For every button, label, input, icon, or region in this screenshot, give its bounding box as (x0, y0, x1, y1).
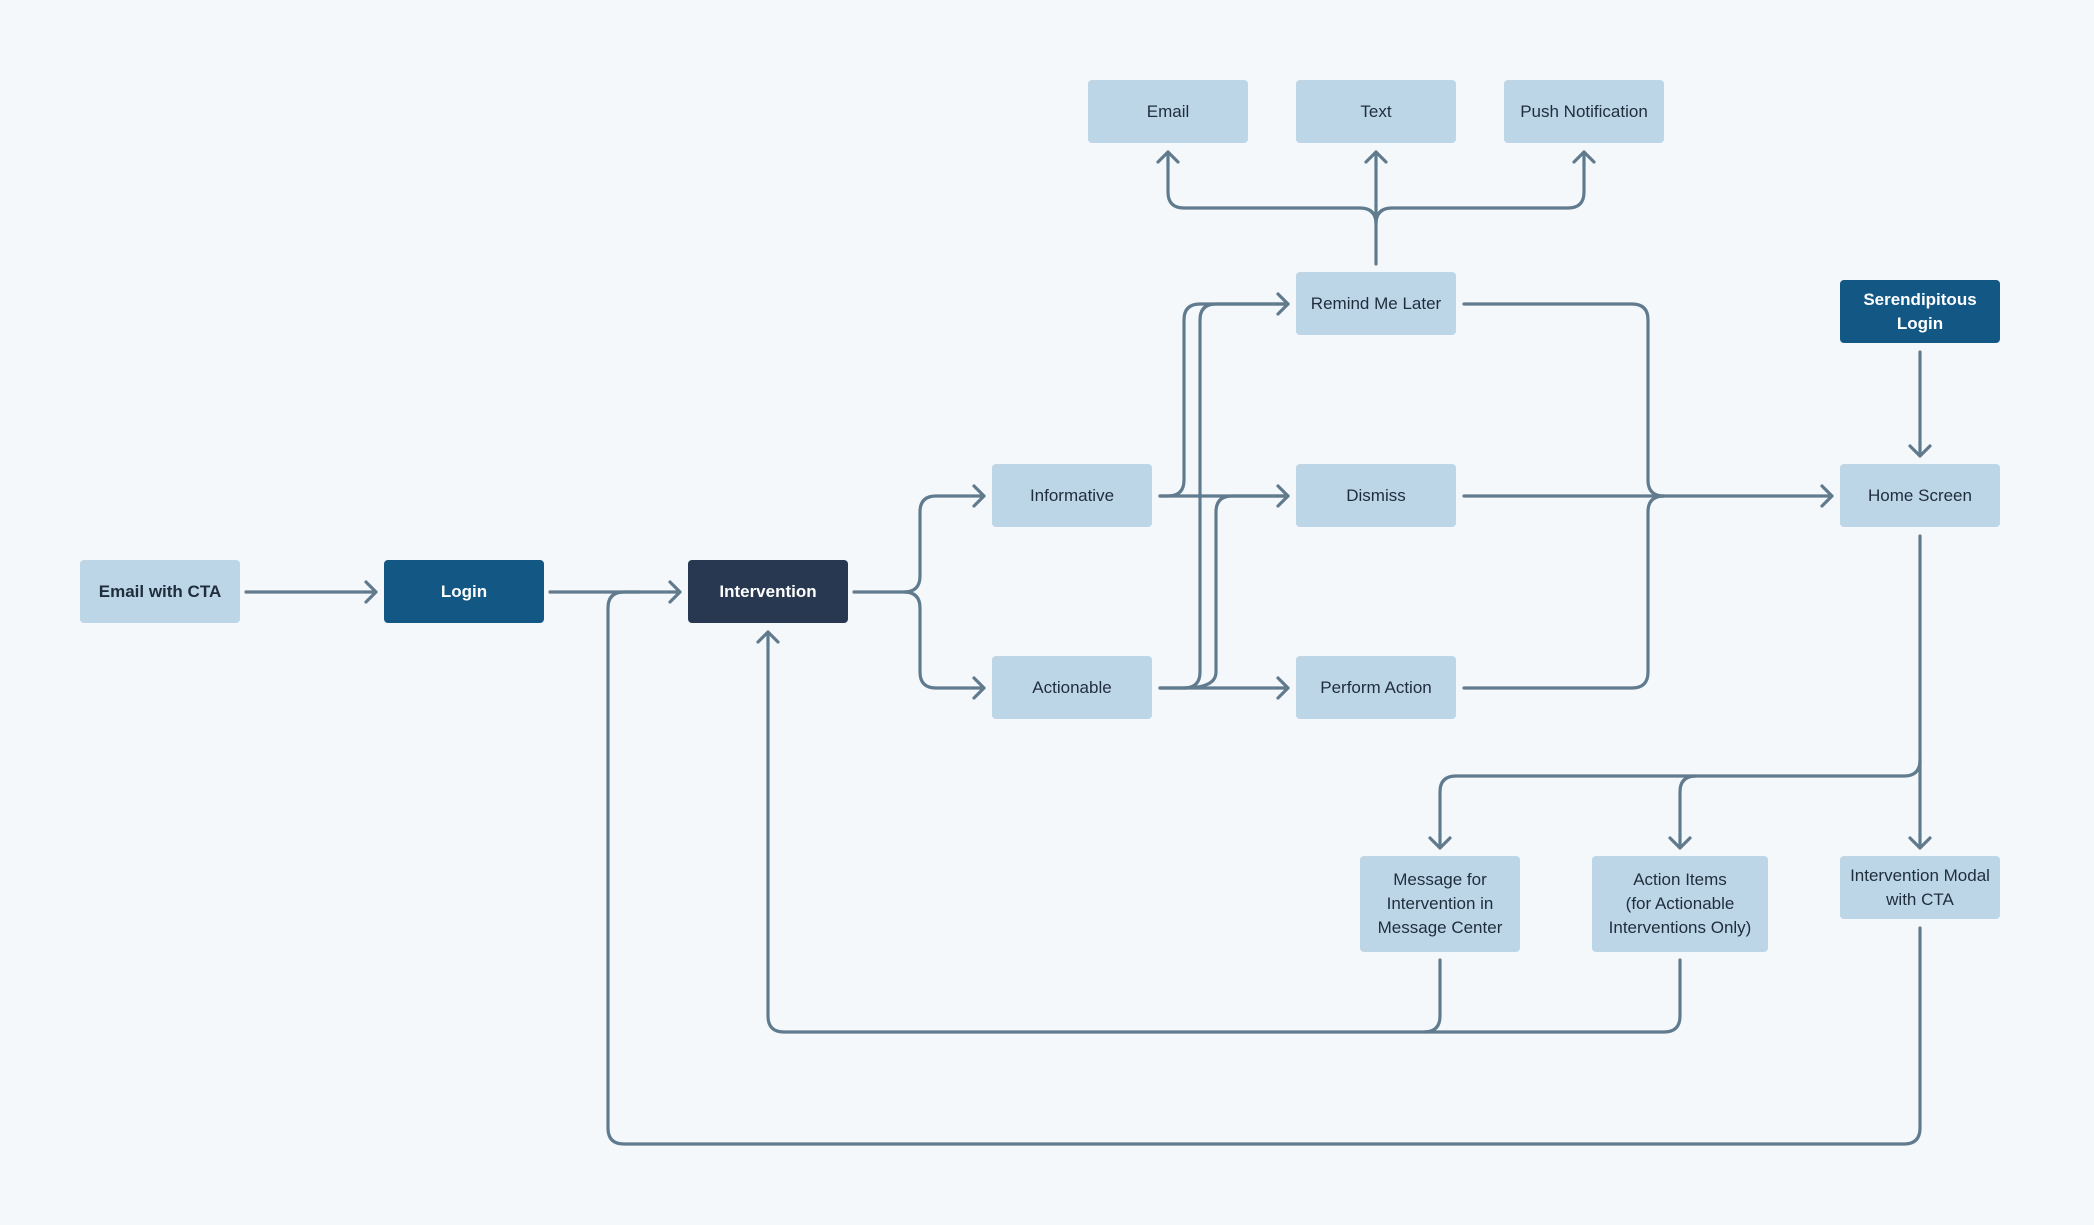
edge-informative-to-remind (1158, 292, 1290, 498)
action-items-node[interactable]: Action Items (for Actionable Interventio… (1592, 856, 1768, 952)
edge-actionable-to-dismiss (1182, 494, 1290, 690)
edge-action-items-to-intervention (1422, 958, 1682, 1034)
intervention-modal-node[interactable]: Intervention Modal with CTA (1840, 856, 2000, 919)
edge-perform-to-home (1462, 494, 1666, 690)
push-notification-node[interactable]: Push Notification (1504, 80, 1664, 143)
dismiss-node[interactable]: Dismiss (1296, 464, 1456, 527)
edge-serendipitous-to-home (1908, 350, 1932, 458)
remind-me-later-node[interactable]: Remind Me Later (1296, 272, 1456, 335)
message-center-node[interactable]: Message for Intervention in Message Cent… (1360, 856, 1520, 952)
serendipitous-login-node[interactable]: Serendipitous Login (1840, 280, 2000, 343)
email-with-cta-node[interactable]: Email with CTA (80, 560, 240, 623)
intervention-node[interactable]: Intervention (688, 560, 848, 623)
edge-dismiss-to-home (1462, 484, 1834, 508)
edge-remind-to-home (1462, 302, 1666, 498)
actionable-node[interactable]: Actionable (992, 656, 1152, 719)
edge-home-to-message-center (1428, 758, 1922, 850)
login-node[interactable]: Login (384, 560, 544, 623)
edge-remind-to-channels (1156, 150, 1596, 266)
email-node[interactable]: Email (1088, 80, 1248, 143)
edge-home-to-action-items (1668, 774, 1698, 850)
edge-actionable-to-perform (1158, 676, 1290, 700)
edge-modal-to-intervention (606, 590, 1922, 1146)
edge-intervention-to-actionable (902, 590, 986, 700)
home-screen-node[interactable]: Home Screen (1840, 464, 2000, 527)
edge-home-to-modal (1908, 534, 1932, 850)
edge-intervention-to-informative (852, 484, 986, 594)
informative-node[interactable]: Informative (992, 464, 1152, 527)
perform-action-node[interactable]: Perform Action (1296, 656, 1456, 719)
text-node[interactable]: Text (1296, 80, 1456, 143)
edge-email-to-login (244, 580, 378, 604)
edge-message-center-to-intervention (756, 630, 1442, 1034)
